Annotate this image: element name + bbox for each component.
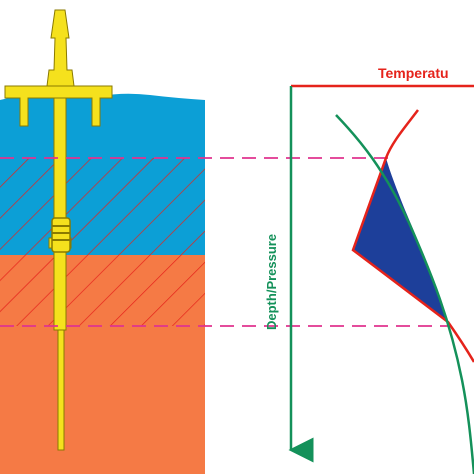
drilling-platform xyxy=(4,9,113,451)
depth-pressure-axis-label: Depth/Pressure xyxy=(264,234,279,330)
drill-pipe-lower xyxy=(57,329,65,451)
temperature-axis-label: Temperatu xyxy=(378,65,449,81)
phase-boundary-curve xyxy=(335,114,474,474)
hydrate-stability-zone xyxy=(353,158,448,322)
temperature-curve xyxy=(351,109,474,363)
hydrate-zone-hatch xyxy=(0,158,205,326)
wellhead-coil xyxy=(51,217,71,253)
phase-diagram: Temperatu Depth/Pressure xyxy=(264,65,474,474)
dashed-guides xyxy=(0,157,450,327)
drill-pipe xyxy=(53,89,67,331)
cross-section xyxy=(0,93,205,474)
platform-deck xyxy=(4,85,113,127)
platform-tower xyxy=(46,9,75,87)
